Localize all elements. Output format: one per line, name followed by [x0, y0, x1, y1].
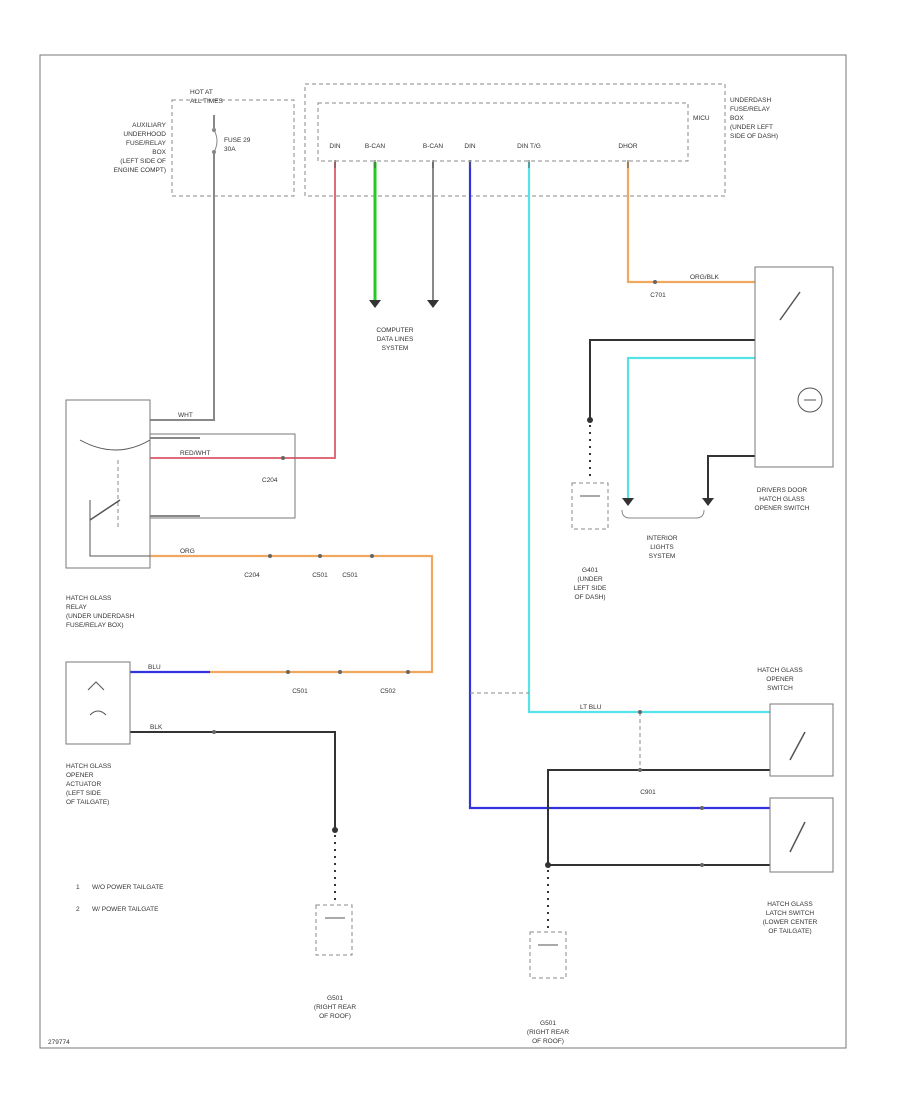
micu-pin-4: DIN — [464, 143, 476, 150]
wire-label-wht: WHT — [178, 412, 193, 419]
underdash-box-outline — [304, 83, 726, 197]
wire-blk-switches — [547, 769, 770, 866]
diagram-frame — [39, 54, 847, 1049]
connector-marks — [212, 280, 704, 867]
fuse-29 — [212, 115, 218, 154]
micu-pin-6: DHOR — [618, 143, 637, 150]
latch-switch — [769, 797, 834, 873]
hatch-glass-actuator — [65, 661, 131, 745]
conn-c501a: C501 — [312, 572, 328, 579]
micu-label: MICU — [693, 115, 710, 122]
hatch-glass-relay — [65, 399, 296, 569]
micu-pin-3: B-CAN — [423, 143, 444, 150]
legend-num-1: 1 — [76, 884, 80, 891]
ground-g401 — [571, 482, 609, 530]
conn-c501c: C501 — [292, 688, 308, 695]
conn-c204b: C204 — [244, 572, 260, 579]
wire-label-blk: BLK — [150, 724, 163, 731]
aux-fuse-box-outline — [171, 99, 295, 197]
wire-label-org: ORG — [180, 548, 195, 555]
micu-pin-ticks — [334, 160, 629, 168]
wire-label-red-wht: RED/WHT — [180, 450, 210, 457]
wire-ltblu-interior — [626, 356, 755, 498]
wire-blk-driver — [589, 339, 755, 420]
micu-pin-2: B-CAN — [365, 143, 386, 150]
wire-org-dhor — [626, 162, 755, 284]
wire-blu-din — [468, 162, 770, 810]
wire-label-orgblk: ORG/BLK — [690, 274, 720, 281]
wire-blk-actuator — [130, 731, 336, 830]
conn-c204a: C204 — [262, 477, 278, 484]
wire-wht-fuse — [150, 152, 215, 421]
conn-c901: C901 — [640, 789, 656, 796]
driver-door-switch — [754, 266, 834, 468]
wire-label-ltblu: LT BLU — [580, 704, 602, 711]
interior-bracket — [621, 509, 705, 519]
frame-code: 279774 — [48, 1039, 70, 1046]
ground-g501b — [529, 931, 567, 979]
opener-switch — [769, 703, 834, 777]
ground-g501a — [315, 904, 353, 956]
legend-text-1: W/O POWER TAILGATE — [92, 884, 164, 891]
wire-red-wht — [150, 162, 336, 459]
wire-label-blu: BLU — [148, 664, 161, 671]
conn-c701: C701 — [650, 292, 666, 299]
conn-c502: C502 — [380, 688, 396, 695]
legend-num-2: 2 — [76, 906, 80, 913]
wire-ltblu-ing — [527, 162, 770, 714]
legend-text-2: W/ POWER TAILGATE — [92, 906, 159, 913]
wire-org-relay — [150, 554, 434, 674]
micu-pin-1: DIN — [329, 143, 341, 150]
micu-pin-5: DIN T/G — [517, 143, 541, 150]
wire-blk-lamp — [707, 455, 755, 498]
conn-c501b: C501 — [342, 572, 358, 579]
micu-outline — [317, 102, 689, 162]
